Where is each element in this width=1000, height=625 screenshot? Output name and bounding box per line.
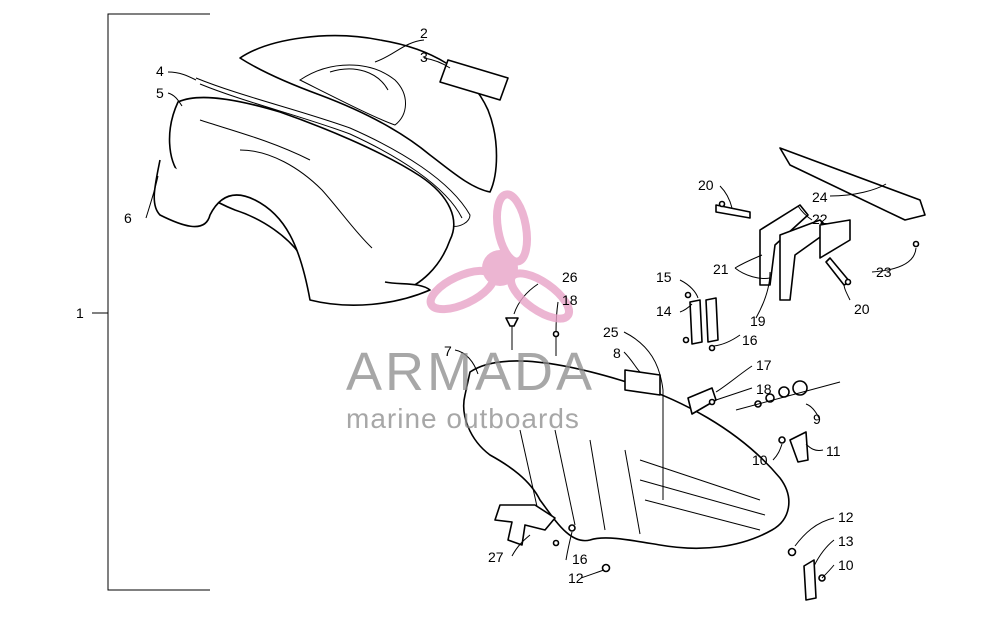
callout-16a: 16 bbox=[742, 332, 758, 348]
leader-lines bbox=[92, 39, 917, 579]
hinge-bracket-part bbox=[789, 431, 817, 601]
callout-11: 11 bbox=[826, 443, 841, 459]
callout-22: 22 bbox=[812, 211, 828, 227]
mounting-bracket-part bbox=[494, 504, 556, 546]
callout-labels: 1 2 3 4 5 6 7 8 9 10 11 12 13 10 12 16 2… bbox=[76, 25, 892, 586]
seat-cushion-part bbox=[239, 34, 498, 193]
callout-10a: 10 bbox=[752, 452, 768, 468]
callout-18b: 18 bbox=[756, 381, 772, 397]
callout-21: 21 bbox=[713, 261, 729, 277]
callout-14: 14 bbox=[656, 303, 672, 319]
callout-3: 3 bbox=[420, 49, 428, 65]
callout-6: 6 bbox=[124, 210, 132, 226]
trim-strip-part bbox=[195, 77, 471, 227]
callout-8: 8 bbox=[613, 345, 621, 361]
callout-2: 2 bbox=[420, 25, 428, 41]
callout-12a: 12 bbox=[838, 509, 854, 525]
armada-logo-icon bbox=[426, 190, 573, 323]
callout-9: 9 bbox=[813, 411, 821, 427]
hinge-strap-part bbox=[689, 297, 719, 345]
callout-20b: 20 bbox=[854, 301, 870, 317]
callout-7: 7 bbox=[444, 343, 452, 359]
callout-26: 26 bbox=[562, 269, 578, 285]
callout-20a: 20 bbox=[698, 177, 714, 193]
skirt-part bbox=[153, 159, 431, 306]
callout-18a: 18 bbox=[562, 292, 578, 308]
callout-10b: 10 bbox=[838, 557, 854, 573]
callout-13: 13 bbox=[838, 533, 854, 549]
callout-16b: 16 bbox=[572, 551, 588, 567]
callout-17: 17 bbox=[756, 357, 772, 373]
callout-25: 25 bbox=[603, 324, 619, 340]
callout-27: 27 bbox=[488, 549, 504, 565]
callout-5: 5 bbox=[156, 85, 164, 101]
watermark-tagline: marine outboards bbox=[346, 403, 580, 434]
callout-1: 1 bbox=[76, 305, 84, 321]
propeller-blade-top bbox=[493, 190, 531, 266]
latch-assembly-part bbox=[735, 380, 841, 411]
watermark-brand: ARMADA bbox=[346, 342, 595, 402]
callout-24: 24 bbox=[812, 189, 828, 205]
callout-23: 23 bbox=[876, 264, 892, 280]
side-panel-part bbox=[624, 369, 661, 396]
fasteners bbox=[505, 200, 920, 582]
callout-12b: 12 bbox=[568, 570, 584, 586]
callout-4: 4 bbox=[156, 63, 164, 79]
callout-19: 19 bbox=[750, 313, 766, 329]
propeller-hub bbox=[482, 250, 518, 286]
decal-part bbox=[439, 59, 509, 101]
rear-mount-part bbox=[715, 147, 926, 301]
callout-15: 15 bbox=[656, 269, 672, 285]
